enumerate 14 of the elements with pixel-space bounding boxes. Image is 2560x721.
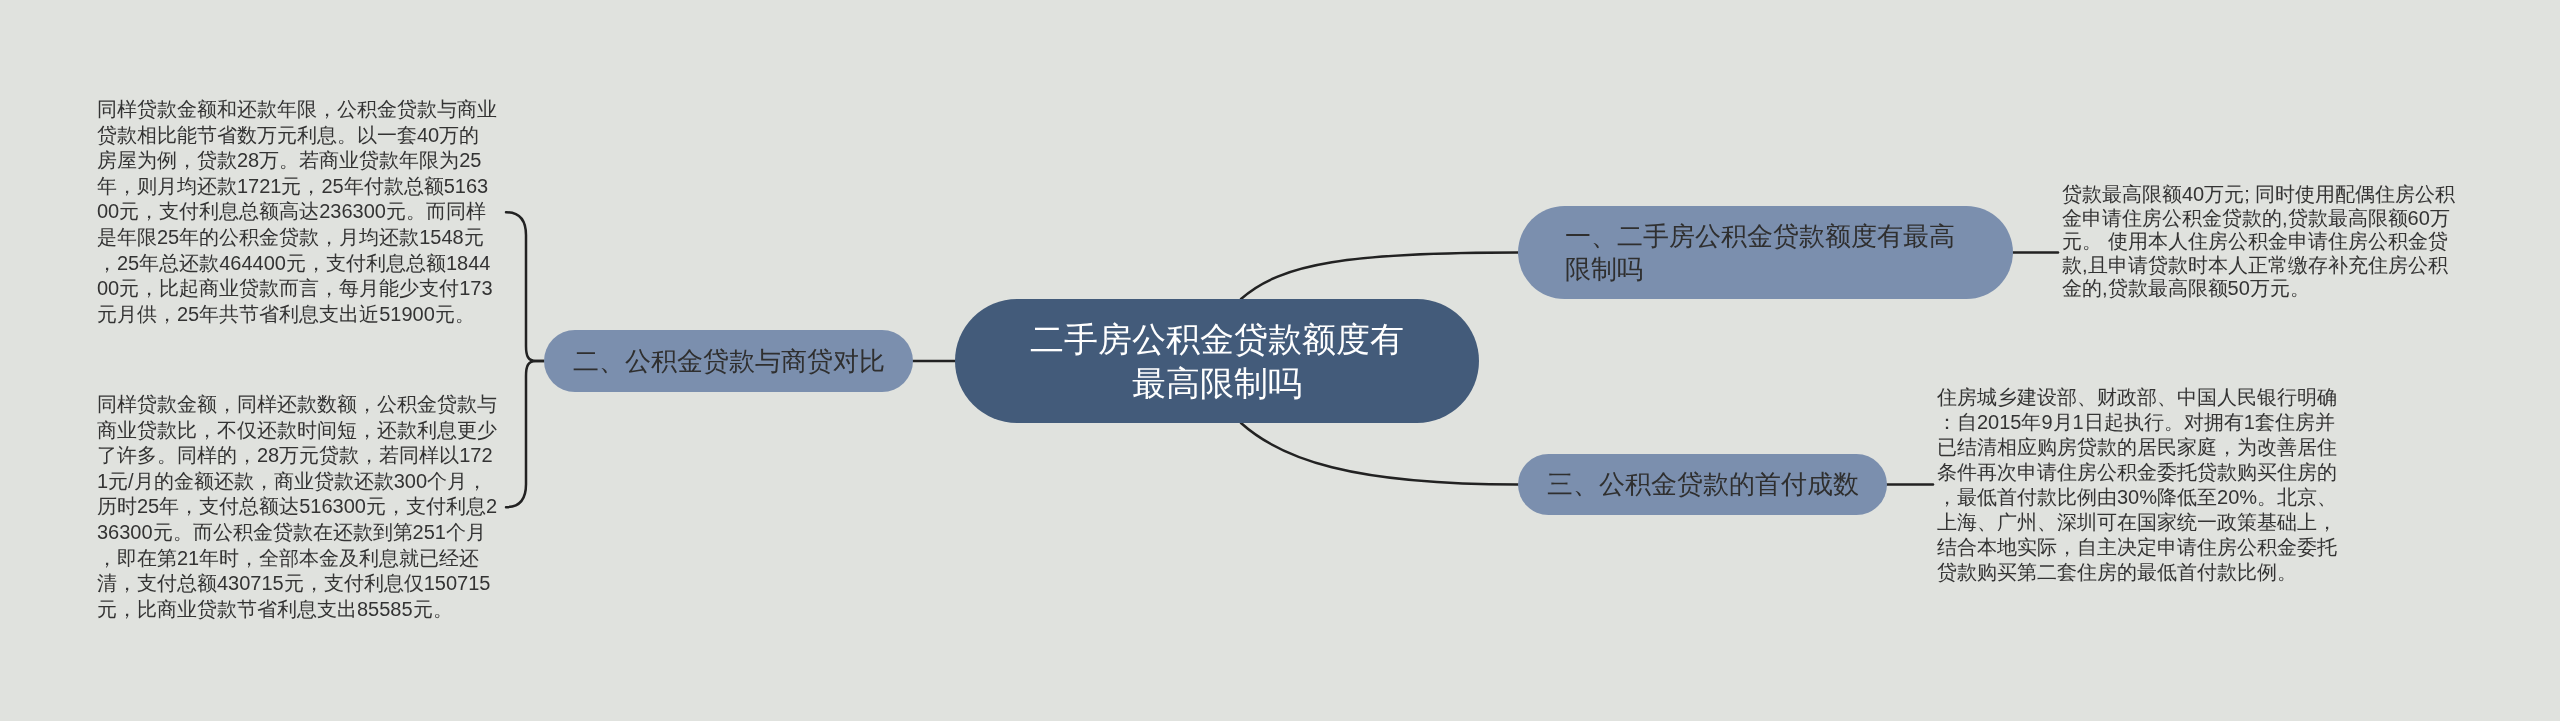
branch-topic-box: 二、公积金贷款与商贷对比 xyxy=(544,330,913,392)
central-topic-box: 二手房公积金贷款额度有最高限制吗 xyxy=(955,299,1479,423)
connector-line xyxy=(1239,251,1520,301)
connector-line xyxy=(911,359,957,363)
connector-line xyxy=(1885,483,1935,486)
branch-topic-box: 三、公积金贷款的首付成数 xyxy=(1518,454,1887,515)
connector-line xyxy=(1239,421,1520,486)
note-text: 同样贷款金额，同样还款数额，公积金贷款与商业贷款比，不仅还款时间短，还款利息更少了许多。同样的，28万元贷款，若同样以1721元/月的金额还款，商业贷款还款300个月，历时25年，支付总额达516300元，支付利息236300元。而公积金贷款在还款到第251个月，即在第21年时，全部本金及利息就已经还清，支付总额430715元，支付利息仅150715元，比商业贷款节省利息支出85585元。 xyxy=(97,392,499,623)
connector-line xyxy=(504,359,546,509)
note-text: 同样贷款金额和还款年限，公积金贷款与商业贷款相比能节省数万元利息。以一套40万的房屋为例，贷款28万。若商业贷款年限为25年，则月均还款1721元，25年付款总额516300元，支付利息总额高达236300元。而同样是年限25年的公积金贷款，月均还款1548元，25年总还款464400元，支付利息总额184400元，比起商业贷款而言，每月能少支付173元月供，25年共节省利息支出近51900元。 xyxy=(97,97,499,328)
note-text: 住房城乡建设部、财政部、中国人民银行明确：自2015年9月1日起执行。对拥有1套住房并已结清相应购房贷款的居民家庭，为改善居住条件再次申请住房公积金委托贷款购买住房的，最低首付款比例由30%降低至20%。北京、上海、广州、深圳可在国家统一政策基础上，结合本地实际，自主决定申请住房公积金委托贷款购买第二套住房的最低首付款比例。 xyxy=(1937,385,2339,585)
note-text: 贷款最高限额40万元; 同时使用配偶住房公积金申请住房公积金贷款的,贷款最高限额60万元。 使用本人住房公积金申请住房公积金贷款,且申请贷款时本人正常缴存补充住房公积金的,贷款最高限额50万元。 xyxy=(2062,183,2462,301)
connector-line xyxy=(2011,251,2060,254)
branch-topic-box: 一、二手房公积金贷款额度有最高限制吗 xyxy=(1518,206,2013,299)
